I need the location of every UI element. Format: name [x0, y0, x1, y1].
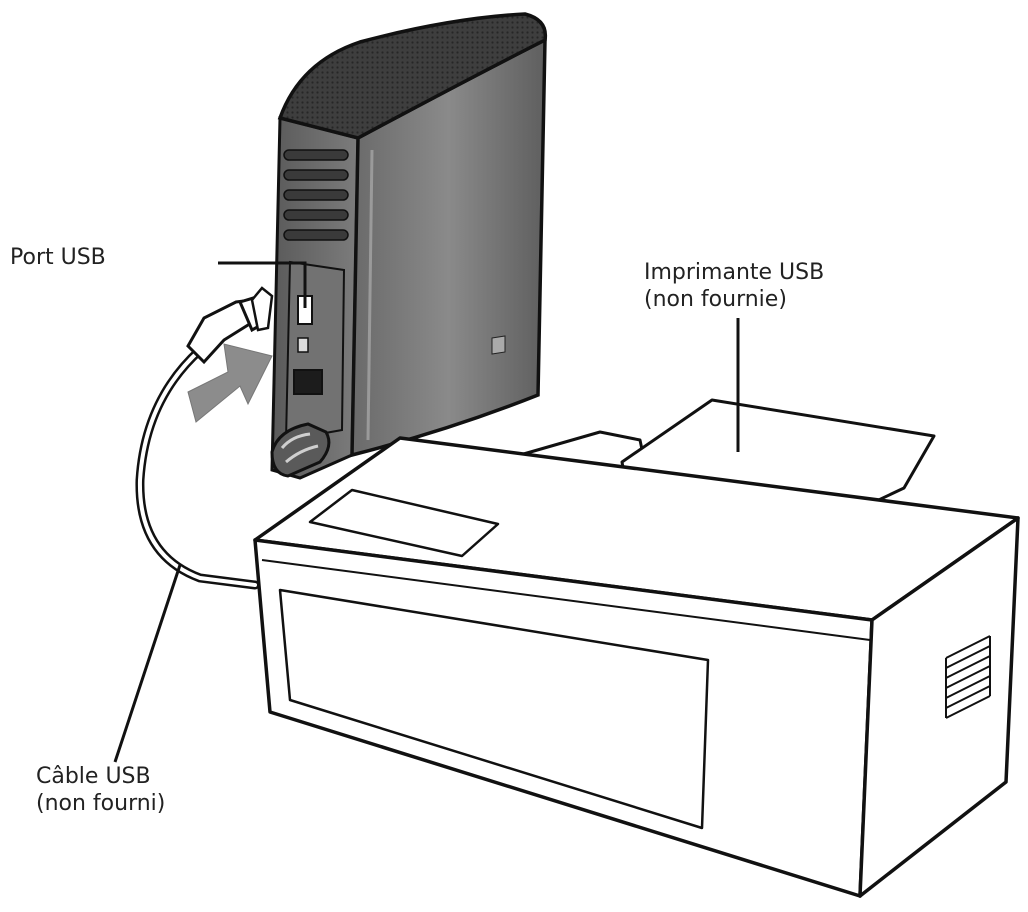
leader-line-port	[218, 261, 307, 308]
leader-lines	[113, 261, 740, 763]
cable-label-line2: (non fourni)	[36, 791, 166, 816]
printer-label-line1: Imprimante USB	[644, 260, 825, 285]
leader-line-cable	[113, 564, 182, 763]
drive-top-mesh	[277, 12, 548, 140]
cable-label: Câble USB (non fourni)	[36, 763, 165, 817]
printer-front-door	[278, 588, 710, 830]
insert-arrow-icon	[187, 343, 273, 423]
cable-label-line1: Câble USB	[36, 764, 151, 789]
printer-label: Imprimante USB (non fournie)	[644, 259, 824, 313]
printer-side	[858, 516, 1020, 898]
drive-front-highlight	[366, 149, 374, 441]
usb-plug-icon	[186, 286, 274, 365]
drive-power-port-icon	[293, 369, 323, 395]
drive-port-panel	[284, 260, 346, 442]
external-drive	[270, 12, 548, 480]
drive-front-badge	[491, 335, 506, 355]
port-usb-label: Port USB	[10, 244, 106, 271]
port-usb-label-text: Port USB	[10, 245, 106, 270]
plugged-connector	[270, 422, 331, 478]
printer-control-panel	[308, 488, 500, 558]
drive-side-vents	[283, 149, 349, 241]
printer-label-line2: (non fournie)	[644, 287, 787, 312]
drive-switch-icon	[297, 337, 309, 353]
usb-printer	[253, 398, 1020, 898]
printer-vent-icon	[945, 635, 991, 719]
usb-cable	[135, 286, 274, 590]
